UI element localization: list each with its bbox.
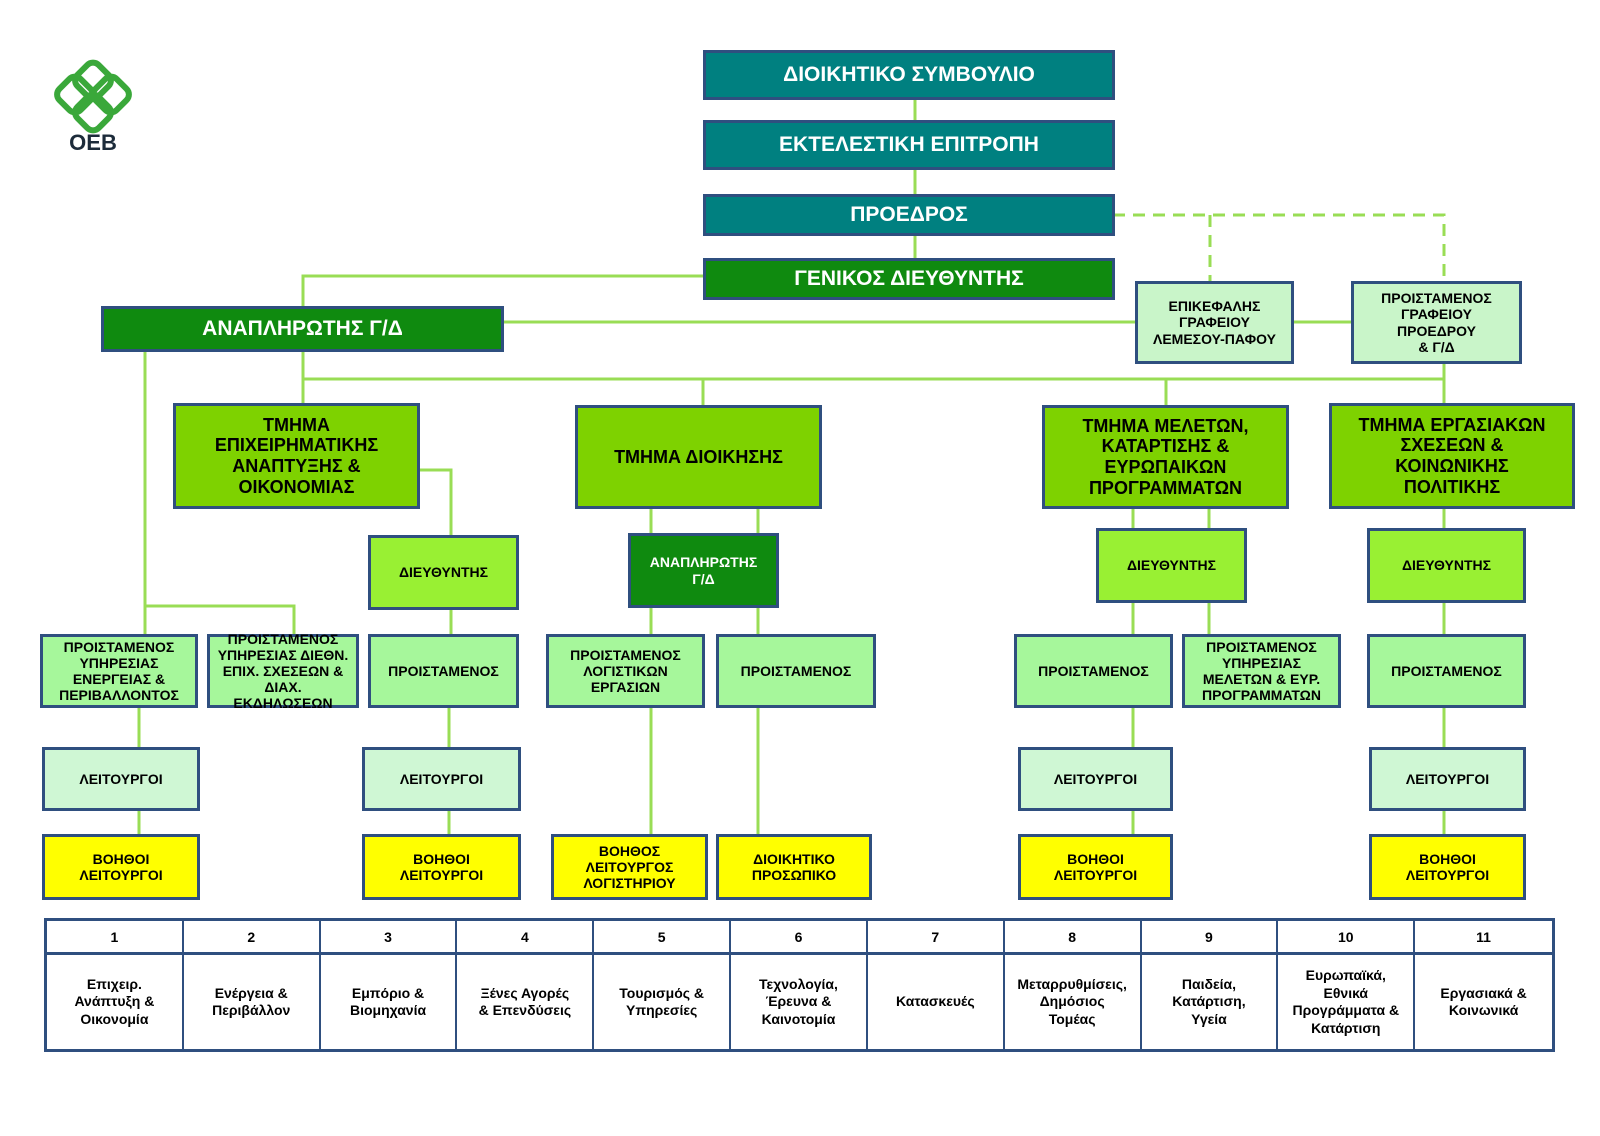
sector-number: 6 [731,921,868,955]
business-director-box: ΔΙΕΥΘΥΝΤΗΣ [368,535,519,610]
sector-number: 5 [594,921,732,955]
sector-number: 4 [457,921,595,955]
sector-label: Τουρισμός & Υπηρεσίες [594,955,732,1049]
assistant-officers-box-4: ΒΟΗΘΟΙ ΛΕΙΤΟΥΡΓΟΙ [1369,834,1526,900]
general-manager-box: ΓΕΝΙΚΟΣ ΔΙΕΥΘΥΝΤΗΣ [703,258,1115,300]
sector-number: 11 [1415,921,1552,955]
sector-number: 1 [47,921,184,955]
oeb-logo-icon [54,59,132,134]
sector-label: Κατασκευές [868,955,1005,1049]
studies-director-box: ΔΙΕΥΘΥΝΤΗΣ [1096,528,1247,603]
president-box: ΠΡΟΕΔΡΟΣ [703,194,1115,236]
sector-number: 7 [867,921,1005,955]
logo-text: OEB [69,130,117,155]
head-studies-service-box: ΠΡΟΙΣΤΑΜΕΝΟΣ ΥΠΗΡΕΣΙΑΣ ΜΕΛΕΤΩΝ & ΕΥΡ. ΠΡ… [1182,634,1341,708]
sectors-table: 1 2 3 4 5 6 7 8 9 10 11 Επιχειρ. Ανάπτυξ… [44,918,1555,1052]
sector-label: Ξένες Αγορές & Επενδύσεις [457,955,595,1049]
dept-studies-training-box: ΤΜΗΜΑ ΜΕΛΕΤΩΝ, ΚΑΤΑΡΤΙΣΗΣ & ΕΥΡΩΠΑΙΚΩΝ Π… [1042,405,1289,509]
sector-label: Εμπόριο & Βιομηχανία [321,955,458,1049]
studies-supervisor-box: ΠΡΟΙΣΤΑΜΕΝΟΣ [1014,634,1173,708]
sector-number: 2 [183,921,321,955]
sector-number: 9 [1141,921,1279,955]
dept-labour-relations-box: ΤΜΗΜΑ ΕΡΓΑΣΙΑΚΩΝ ΣΧΕΣΕΩΝ & ΚΟΙΝΩΝΙΚΗΣ ΠΟ… [1329,403,1575,509]
admin-supervisor-box: ΠΡΟΙΣΤΑΜΕΝΟΣ [716,634,876,708]
admin-staff-box: ΔΙΟΙΚΗΤΙΚΟ ΠΡΟΣΩΠΙΚΟ [716,834,872,900]
deputy-gm-box: ΑΝΑΠΛΗΡΩΤΗΣ Γ/Δ [101,306,504,352]
officers-box-3: ΛΕΙΤΟΥΡΓΟΙ [1018,747,1173,811]
executive-committee-box: ΕΚΤΕΛΕΣΤΙΚΗ ΕΠΙΤΡΟΠΗ [703,120,1115,170]
officers-box-4: ΛΕΙΤΟΥΡΓΟΙ [1369,747,1526,811]
assistant-officers-box-2: ΒΟΗΘΟΙ ΛΕΙΤΟΥΡΓΟΙ [362,834,521,900]
accounting-assistant-box: ΒΟΗΘΟΣ ΛΕΙΤΟΥΡΓΟΣ ΛΟΓΙΣΤΗΡΙΟΥ [551,834,708,900]
sector-label: Ενέργεια & Περιβάλλον [184,955,321,1049]
head-energy-environment-box: ΠΡΟΙΣΤΑΜΕΝΟΣ ΥΠΗΡΕΣΙΑΣ ΕΝΕΡΓΕΙΑΣ & ΠΕΡΙΒ… [40,634,198,708]
sector-number: 8 [1004,921,1142,955]
assistant-officers-box-1: ΒΟΗΘΟΙ ΛΕΙΤΟΥΡΓΟΙ [42,834,200,900]
board-box: ΔΙΟΙΚΗΤΙΚΟ ΣΥΜΒΟΥΛΙΟ [703,50,1115,100]
dept-business-development-box: ΤΜΗΜΑ ΕΠΙΧΕΙΡΗΜΑΤΙΚΗΣ ΑΝΑΠΤΥΞΗΣ & ΟΙΚΟΝΟ… [173,403,420,509]
labour-director-box: ΔΙΕΥΘΥΝΤΗΣ [1367,528,1526,603]
head-accounting-box: ΠΡΟΙΣΤΑΜΕΝΟΣ ΛΟΓΙΣΤΙΚΩΝ ΕΡΓΑΣΙΩΝ [546,634,705,708]
head-president-office-box: ΠΡΟΙΣΤΑΜΕΝΟΣ ΓΡΑΦΕΙΟΥ ΠΡΟΕΔΡΟΥ & Γ/Δ [1351,281,1522,364]
sector-label: Παιδεία, Κατάρτιση, Υγεία [1142,955,1279,1049]
assistant-officers-box-3: ΒΟΗΘΟΙ ΛΕΙΤΟΥΡΓΟΙ [1018,834,1173,900]
sector-label: Ευρωπαϊκά, Εθνικά Προγράμματα & Κατάρτισ… [1278,955,1416,1049]
officers-box-1: ΛΕΙΤΟΥΡΓΟΙ [42,747,200,811]
sector-label: Τεχνολογία, Έρευνα & Καινοτομία [731,955,868,1049]
officers-box-2: ΛΕΙΤΟΥΡΓΟΙ [362,747,521,811]
labour-supervisor-box: ΠΡΟΙΣΤΑΜΕΝΟΣ [1367,634,1526,708]
sector-number: 10 [1278,921,1416,955]
sector-number: 3 [320,921,458,955]
sector-label: Επιχειρ. Ανάπτυξη & Οικονομία [47,955,184,1049]
business-supervisor-box: ΠΡΟΙΣΤΑΜΕΝΟΣ [368,634,519,708]
head-limassol-paphos-box: ΕΠΙΚΕΦΑΛΗΣ ΓΡΑΦΕΙΟΥ ΛΕΜΕΣΟΥ-ΠΑΦΟΥ [1135,281,1294,364]
sector-label: Μεταρρυθμίσεις, Δημόσιος Τομέας [1005,955,1142,1049]
admin-deputy-gm-box: ΑΝΑΠΛΗΡΩΤΗΣ Γ/Δ [628,533,779,608]
sector-label: Εργασιακά & Κοινωνικά [1440,984,1527,1019]
dept-administration-box: ΤΜΗΜΑ ΔΙΟΙΚΗΣΗΣ [575,405,822,509]
head-international-relations-box: ΠΡΟΙΣΤΑΜΕΝΟΣ ΥΠΗΡΕΣΙΑΣ ΔΙΕΘΝ. ΕΠΙΧ. ΣΧΕΣ… [207,631,359,711]
